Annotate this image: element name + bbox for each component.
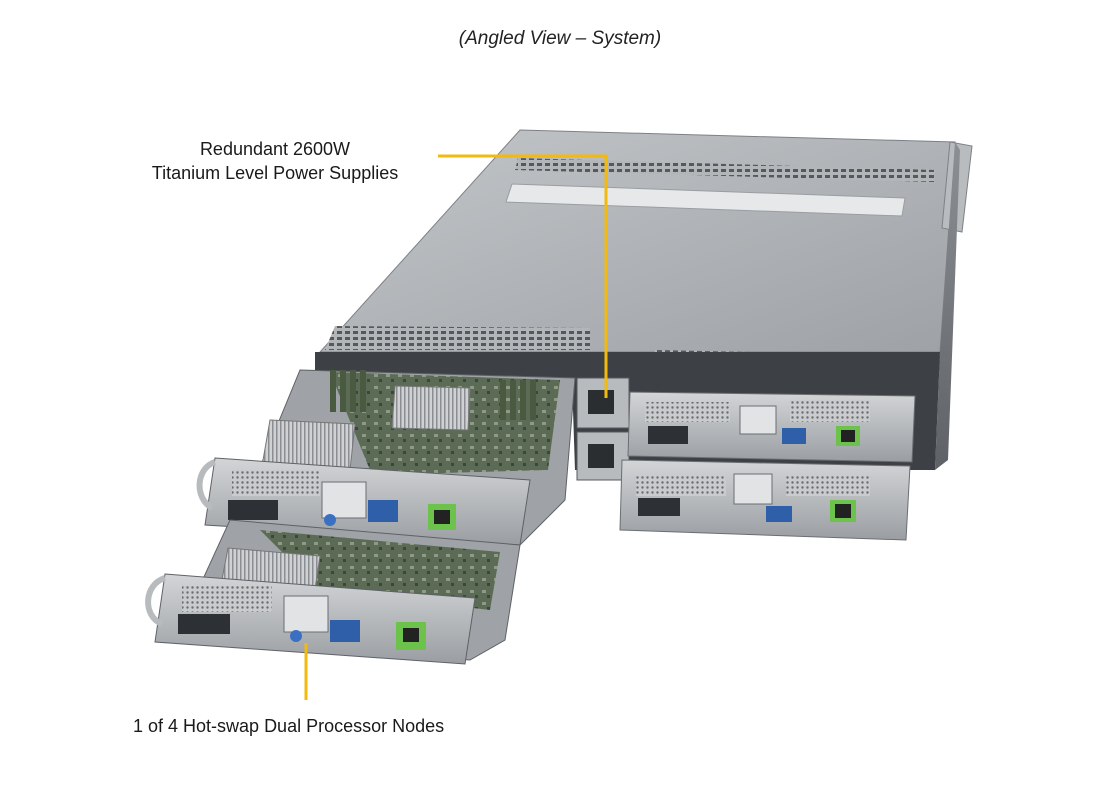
node-right-lower [619,459,911,541]
psu-callout-label: Redundant 2600W Titanium Level Power Sup… [120,137,430,185]
node-right-upper [627,391,916,463]
figure-caption: (Angled View – System) [458,28,662,49]
node-left-upper [196,369,576,546]
callout-lines [304,154,608,700]
psu-callout-line1: Redundant 2600W [199,139,351,159]
node-left-lower [145,519,521,665]
psu-callout-line2: Titanium Level Power Supplies [151,163,399,183]
psu-callout-line [438,154,608,398]
power-supply-bay [576,377,630,481]
node-callout-label: 1 of 4 Hot-swap Dual Processor Nodes [133,716,445,736]
